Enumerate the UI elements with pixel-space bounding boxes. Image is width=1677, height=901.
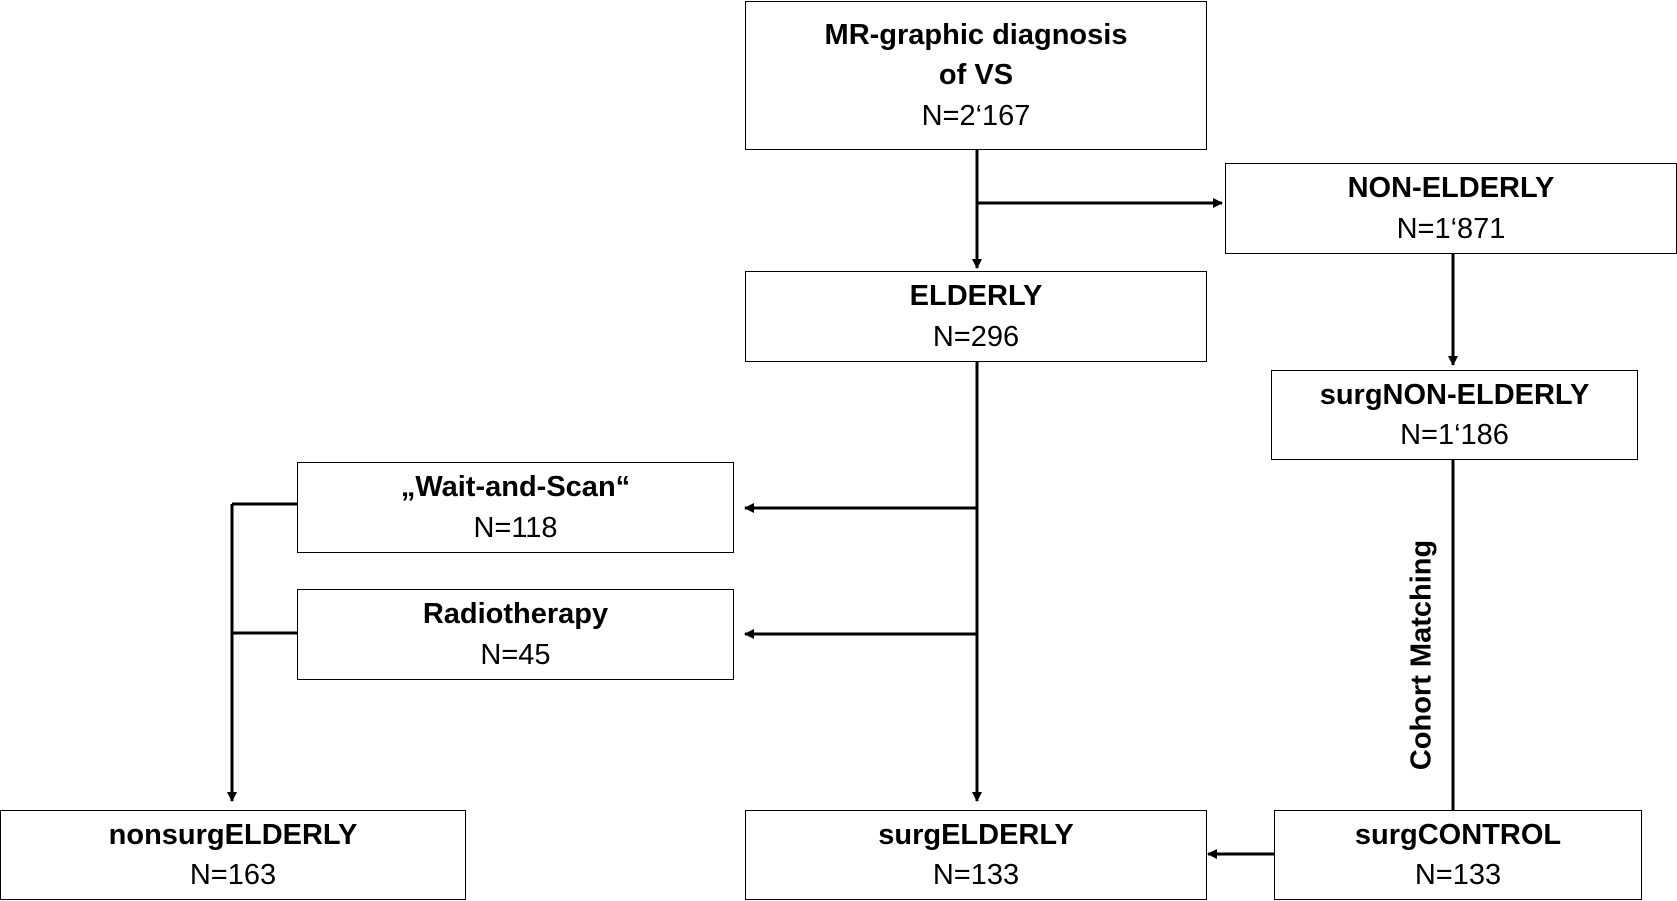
box-title: surgCONTROL — [1354, 818, 1562, 851]
box-count: N=45 — [480, 638, 551, 671]
box-count: N=1‘871 — [1396, 212, 1506, 245]
cohort-matching-label: Cohort Matching — [1405, 539, 1438, 771]
box-wait-and-scan: „Wait-and-Scan“ N=118 — [297, 462, 734, 553]
box-count: N=118 — [473, 511, 558, 544]
box-surg-control: surgCONTROL N=133 — [1274, 810, 1642, 900]
box-title: ELDERLY — [909, 280, 1043, 313]
box-count: N=1‘186 — [1400, 419, 1509, 451]
box-title: MR-graphic diagnosis of VS — [824, 19, 1128, 92]
box-nonsurg-elderly: nonsurgELDERLY N=163 — [0, 810, 466, 900]
box-surg-non-elderly: surgNON-ELDERLY N=1‘186 — [1271, 370, 1638, 460]
box-count: N=296 — [932, 320, 1020, 353]
box-title: surgNON-ELDERLY — [1319, 378, 1590, 411]
box-count: N=133 — [1414, 859, 1502, 891]
box-count: N=2‘167 — [921, 99, 1031, 132]
box-count: N=133 — [932, 859, 1020, 891]
box-title: nonsurgELDERLY — [108, 818, 358, 851]
box-surg-elderly: surgELDERLY N=133 — [745, 810, 1207, 900]
box-title: „Wait-and-Scan“ — [400, 471, 631, 504]
box-title: Radiotherapy — [422, 598, 609, 631]
box-radiotherapy: Radiotherapy N=45 — [297, 589, 734, 680]
box-mr-diagnosis: MR-graphic diagnosis of VS N=2‘167 — [745, 1, 1207, 150]
box-non-elderly: NON-ELDERLY N=1‘871 — [1225, 163, 1677, 254]
box-elderly: ELDERLY N=296 — [745, 271, 1207, 362]
box-count: N=163 — [189, 859, 277, 891]
box-title: surgELDERLY — [878, 818, 1074, 851]
box-title: NON-ELDERLY — [1347, 172, 1555, 205]
